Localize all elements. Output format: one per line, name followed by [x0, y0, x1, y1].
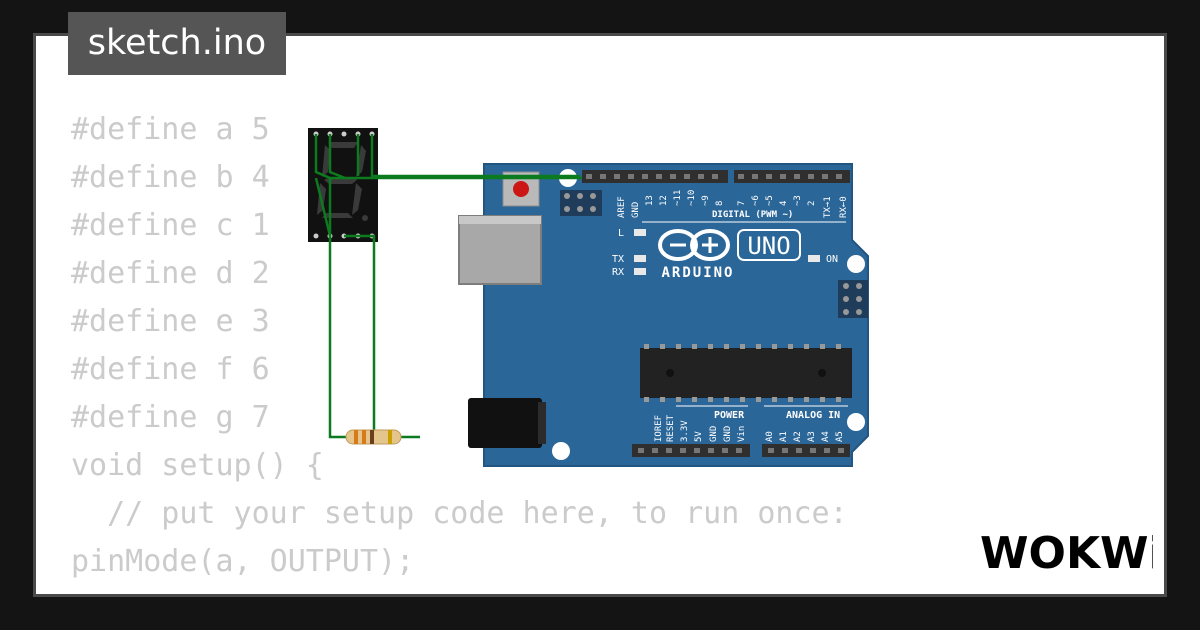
pin-label: GND	[723, 426, 733, 442]
pin-label: RX←0	[839, 196, 849, 218]
icsp-header	[560, 190, 602, 216]
wire[interactable]	[314, 177, 332, 237]
reset-button-cap[interactable]	[513, 181, 529, 197]
pin-label: 2	[807, 201, 817, 206]
wire[interactable]	[344, 234, 376, 437]
code-line: #define d 2	[71, 256, 270, 291]
led-rx	[634, 268, 646, 275]
code-line: #define f 6	[71, 352, 270, 387]
pin-label-aref: AREF	[617, 196, 627, 218]
arduino-uno-board[interactable]: AREF GND 13 12 ~11 ~10 ~9 8 7 ~6 ~5 4 ~3…	[458, 163, 869, 467]
pin-label: IOREF	[654, 415, 664, 442]
pin-label: 3.3V	[680, 420, 690, 442]
wire[interactable]	[328, 178, 346, 439]
code-line: #define a 5	[71, 112, 270, 147]
wire[interactable]	[314, 134, 582, 180]
arduino-logo-icon	[658, 229, 730, 261]
analog-label: ANALOG IN	[786, 410, 840, 421]
icsp2-header	[838, 280, 868, 318]
uno-label: UNO	[747, 232, 790, 260]
code-line: void setup() {	[71, 448, 324, 483]
mounting-hole	[552, 442, 570, 460]
pin-label: 13	[645, 195, 655, 206]
led-l-label: L	[618, 228, 624, 239]
code-line: pinMode(a, OUTPUT);	[71, 544, 415, 579]
led-on-label: ON	[826, 254, 838, 265]
code-line: pinMode(b, OUTPUT);	[71, 586, 848, 594]
pin-label: 4	[779, 201, 789, 206]
pin-label: A2	[793, 431, 803, 442]
power-header[interactable]	[632, 444, 750, 457]
wire[interactable]	[370, 134, 580, 178]
power-label: POWER	[714, 410, 745, 421]
digital-header[interactable]	[582, 170, 850, 183]
code-line: #define b 4	[71, 160, 270, 195]
pin-label-gnd: GND	[631, 202, 641, 218]
mounting-hole	[847, 413, 865, 431]
code-editor[interactable]: #define a 5 #define b 4 #define c 1 #define…	[71, 106, 848, 594]
pin-label: RESET	[666, 414, 676, 442]
file-tab[interactable]: sketch.ino	[68, 12, 286, 75]
code-line: #define g 7	[71, 400, 270, 435]
code-line: #define e 3	[71, 304, 270, 339]
pin-label: 8	[715, 201, 725, 206]
pin-label: ~11	[673, 190, 683, 206]
led-rx-label: RX	[612, 267, 624, 278]
code-line: // put your setup code here, to run once…	[71, 496, 848, 531]
pin-label: ~5	[765, 195, 775, 206]
usb-highlight	[459, 216, 541, 224]
analog-header[interactable]	[762, 444, 850, 457]
pin-label: GND	[709, 426, 719, 442]
pin-label: 12	[659, 195, 669, 206]
led-on	[808, 255, 820, 262]
atmega-chip	[640, 344, 852, 402]
editor-canvas: #define a 5 #define b 4 #define c 1 #define…	[33, 33, 1167, 597]
pin-label: A3	[807, 431, 817, 442]
mounting-hole	[847, 255, 865, 273]
wire[interactable]	[328, 134, 346, 180]
arduino-label: ARDUINO	[661, 265, 734, 281]
pin-label: Vin	[737, 426, 747, 442]
pin-label: ~3	[793, 195, 803, 206]
resistor[interactable]	[345, 429, 402, 445]
pin-label: ~9	[701, 195, 711, 206]
power-jack	[468, 398, 542, 448]
usb-connector	[458, 215, 542, 285]
wokwi-logo-text: WOKWi	[980, 528, 1153, 576]
wokwi-logo: WOKWi	[980, 528, 1153, 576]
pin-label: A4	[821, 431, 831, 442]
pin-label: 7	[737, 201, 747, 206]
pin-label: ~6	[751, 195, 761, 206]
power-jack-rim	[538, 402, 546, 444]
led-tx-label: TX	[612, 254, 624, 265]
led-tx	[634, 255, 646, 262]
pin-label: A0	[765, 431, 775, 442]
digital-header-label: DIGITAL (PWM ~)	[712, 210, 793, 220]
pin-label: TX→1	[823, 196, 833, 218]
pin-label: A1	[779, 431, 789, 442]
wires[interactable]	[314, 134, 582, 439]
led-l	[634, 229, 646, 236]
pin-label: A5	[835, 431, 845, 442]
code-line: #define c 1	[71, 208, 270, 243]
uno-badge	[737, 229, 801, 261]
pin-label: 5V	[694, 431, 704, 442]
pin-label: ~10	[687, 190, 697, 206]
